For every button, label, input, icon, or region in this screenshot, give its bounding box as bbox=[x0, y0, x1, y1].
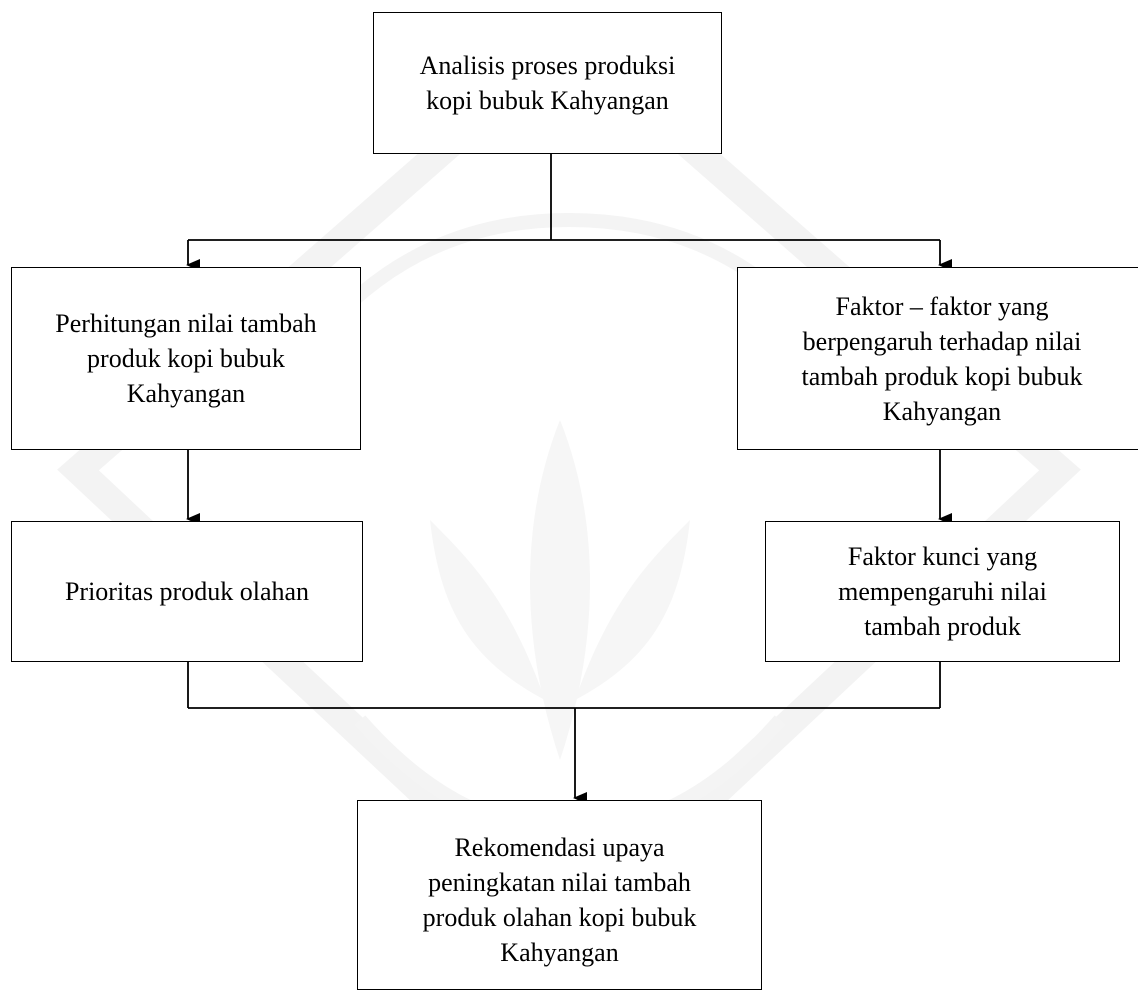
node-product-priority: Prioritas produk olahan bbox=[11, 521, 363, 662]
node-product-priority-label: Prioritas produk olahan bbox=[64, 577, 310, 606]
node-key-factors: Faktor kunci yang mempengaruhi nilai tam… bbox=[765, 521, 1120, 662]
node-recommendation: Rekomendasi upaya peningkatan nilai tamb… bbox=[357, 800, 762, 990]
node-influencing-factors: Faktor – faktor yang berpengaruh terhada… bbox=[737, 267, 1138, 450]
node-influencing-factors-label: Faktor – faktor yang berpengaruh terhada… bbox=[801, 291, 1083, 426]
node-analysis-label: Analisis proses produksi kopi bubuk Kahy… bbox=[419, 51, 676, 115]
node-recommendation-label: Rekomendasi upaya peningkatan nilai tamb… bbox=[422, 833, 697, 967]
node-value-added-calculation: Perhitungan nilai tambah produk kopi bub… bbox=[11, 267, 361, 450]
node-analysis: Analisis proses produksi kopi bubuk Kahy… bbox=[373, 12, 722, 154]
node-key-factors-label: Faktor kunci yang mempengaruhi nilai tam… bbox=[838, 542, 1047, 641]
node-value-added-calculation-label: Perhitungan nilai tambah produk kopi bub… bbox=[55, 309, 317, 408]
